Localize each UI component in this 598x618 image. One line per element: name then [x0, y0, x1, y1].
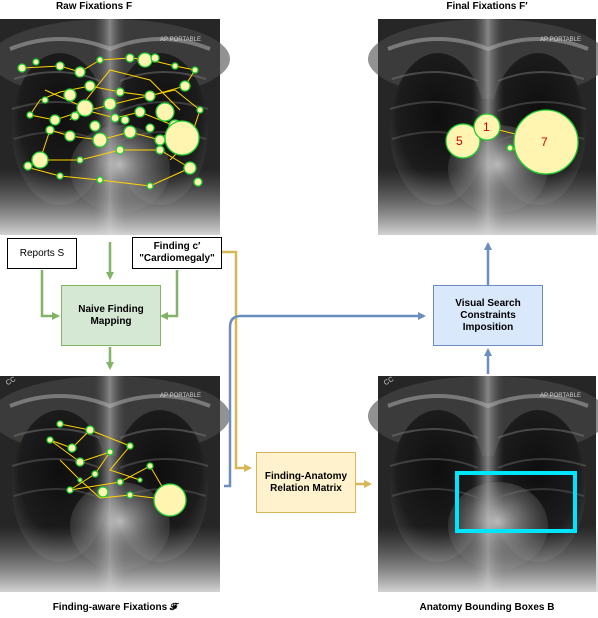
naive-finding-mapping-box: Naive Finding Mapping — [61, 285, 161, 346]
visual-line2: Constraints — [460, 309, 516, 321]
visual-line3: Imposition — [462, 321, 514, 333]
xray-aware-body — [0, 374, 232, 594]
fixation-number-1: 1 — [483, 120, 490, 134]
finding-box: Finding c′ "Cardiomegaly" — [132, 237, 222, 269]
arrow-aware-to-visual — [224, 312, 426, 488]
arrow-finding-to-naive — [160, 270, 179, 320]
naive-line2: Mapping — [90, 315, 132, 327]
heart-bounding-box — [455, 471, 577, 533]
relation-matrix-box: Finding-Anatomy Relation Matrix — [256, 452, 356, 513]
reports-box: Reports S — [7, 238, 77, 269]
fixation-number-5: 5 — [456, 134, 463, 148]
matrix-line1: Finding-Anatomy — [264, 470, 348, 482]
naive-line1: Naive Finding — [78, 303, 144, 315]
xray-marker-raw: AP PORTABLE — [160, 37, 202, 43]
visual-line1: Visual Search — [455, 297, 521, 309]
arrow-reports-to-naive — [40, 270, 60, 320]
reports-label: Reports S — [19, 247, 65, 259]
raw-fixations — [17, 52, 204, 190]
final-fixation-7 — [513, 109, 579, 175]
final-fixation-1 — [473, 113, 501, 141]
caption-raw-fixations: Raw Fixations F — [55, 1, 133, 12]
fixation-number-7: 7 — [541, 135, 548, 149]
caption-finding-aware-fixations: Finding-aware Fixations 𝓕 — [52, 602, 178, 613]
xray-marker-aware: AP PORTABLE — [160, 393, 202, 399]
caption-anatomy-bounding-boxes: Anatomy Bounding Boxes B — [419, 602, 555, 613]
final-fixation-small — [506, 144, 514, 152]
xray-marker-final: AP PORTABLE — [540, 37, 582, 43]
visual-search-box: Visual Search Constraints Imposition — [433, 285, 543, 346]
aware-fixations — [46, 420, 187, 517]
finding-label: Finding c′ — [153, 241, 201, 252]
xray-marker-anatomy: AP PORTABLE — [540, 393, 582, 399]
matrix-line2: Relation Matrix — [270, 482, 342, 494]
finding-name: "Cardiomegaly" — [139, 253, 215, 264]
final-fixation-5 — [445, 123, 481, 159]
caption-final-fixations: Final Fixations F′ — [446, 1, 528, 12]
xray-anatomy-body — [366, 374, 598, 594]
arrow-finding-to-matrix — [222, 250, 252, 472]
